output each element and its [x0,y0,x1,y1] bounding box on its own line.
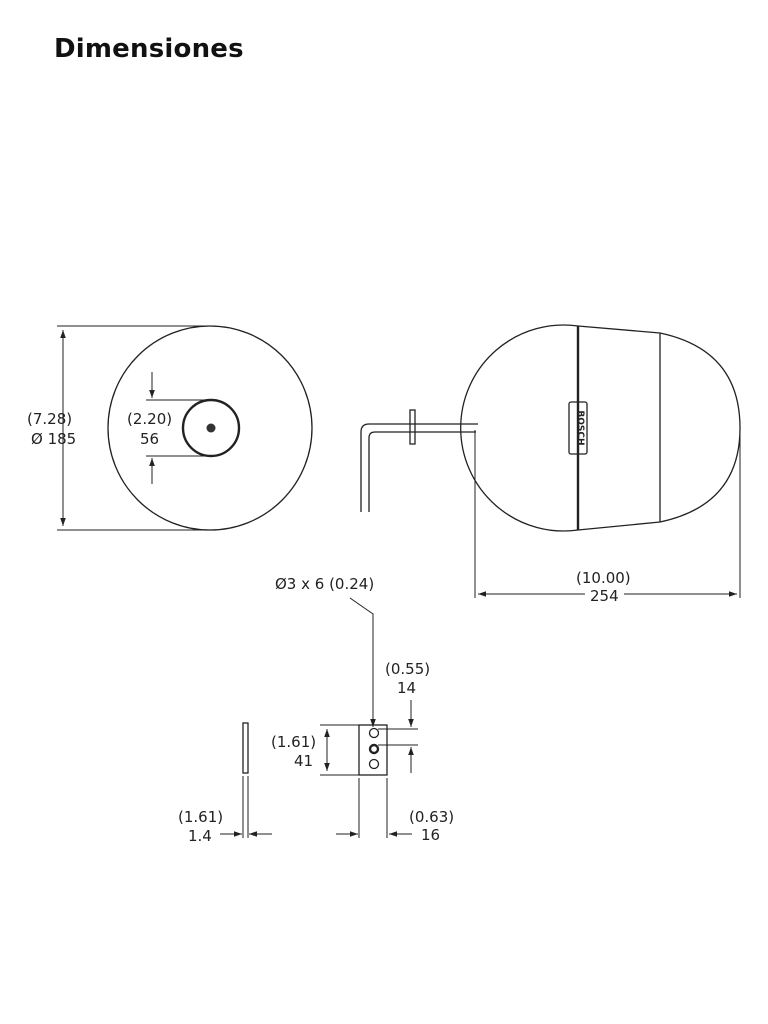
thickness-label-mm: 1.4 [188,827,212,845]
bracket-detail: Ø3 x 6 (0.24) (0.55) 14 (1.61) 41 (1.61)… [178,575,454,845]
bracket-hole-bottom [368,758,380,770]
length-label-mm: 254 [590,587,619,605]
mounting-rod [360,423,478,512]
page-title: Dimensiones [54,34,244,64]
mounting-rod-inner [368,431,476,512]
width-label-in: (0.63) [409,808,454,826]
bracket-hole-middle [368,743,380,755]
hole-spec-label: Ø3 x 6 (0.24) [275,575,374,593]
hub-label-mm: 56 [140,430,159,448]
bracket-hole-top [368,727,380,739]
width-label-mm: 16 [421,826,440,844]
hole-spec-leader [349,597,376,727]
length-label-in: (10.00) [576,569,631,587]
spacing-label-mm: 14 [397,679,416,697]
diameter-label-in: (7.28) [27,410,72,428]
rod-clamp [409,409,416,445]
band-top-outline [577,325,661,334]
spacing-label-in: (0.55) [385,660,430,678]
band-bottom-outline [577,521,661,531]
diameter-label-mm: Ø 185 [31,430,76,448]
thickness-label-in: (1.61) [178,808,223,826]
hub-label-in: (2.20) [127,410,172,428]
height-label-in: (1.61) [271,733,316,751]
speaker-rear-sphere [460,324,579,532]
front-view: (7.28) Ø 185 (2.20) 56 [27,325,313,531]
brand-badge [568,401,588,455]
center-dot [206,423,216,433]
bracket-side-plate [242,722,249,774]
speaker-front-dome [659,332,741,523]
bracket-plate [358,724,388,776]
side-view: BOSCH (10.00) 254 [360,324,741,605]
height-label-mm: 41 [294,752,313,770]
brand-badge-text: BOSCH [575,410,585,445]
